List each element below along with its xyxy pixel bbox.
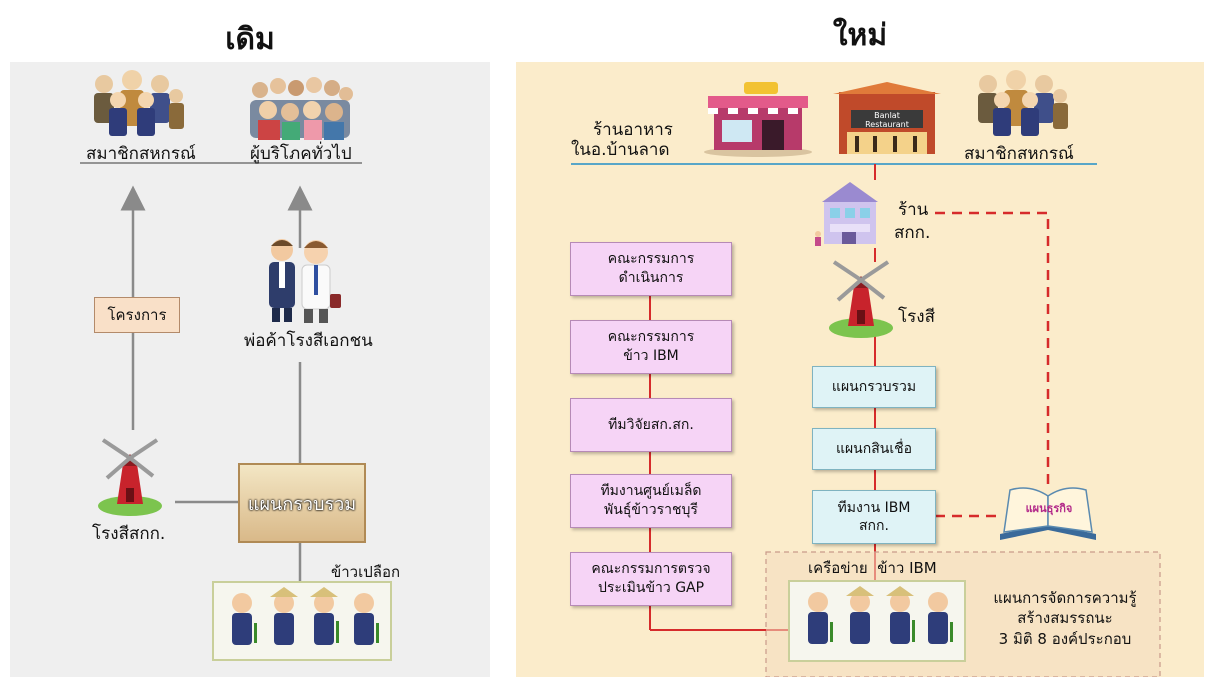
pink-box-label: คณะกรรมการ ดำเนินการ <box>607 251 695 286</box>
business-plan-book-icon <box>1000 487 1096 540</box>
pink-box-research-team: ทีมวิจัยสก.สก. <box>570 398 732 452</box>
old-system-panel <box>10 62 490 677</box>
windmill-icon <box>98 438 162 516</box>
blue-box-credit-dept: แผนกสินเชื่อ <box>812 428 936 470</box>
members-group-icon <box>94 70 184 136</box>
old-farmers-box <box>212 581 392 661</box>
farmers-icon <box>232 587 379 645</box>
coop-shop-label-1: ร้าน <box>898 200 929 220</box>
pink-box-label: คณะกรรมการตรวจ ประเมินข้าว GAP <box>591 561 711 596</box>
blue-box-label: แผนกสินเชื่อ <box>835 440 913 457</box>
restaurant-label-1: ร้านอาหาร <box>593 120 673 140</box>
banlat-restaurant-icon <box>833 82 941 154</box>
project-label: โครงการ <box>107 306 167 324</box>
traders-label: พ่อค้าโรงสีเอกชน <box>244 331 373 351</box>
consumers-crowd-icon <box>250 77 353 140</box>
blue-box-label: ทีมงาน IBM สกก. <box>837 499 911 534</box>
blue-box-label: แผนกรวบรวม <box>831 378 917 395</box>
old-collection-dept-box: แผนกรวบรวม <box>238 463 366 543</box>
rice-label: ข้าวเปลือก <box>331 563 401 581</box>
project-box: โครงการ <box>94 297 180 333</box>
pink-box-gap-committee: คณะกรรมการตรวจ ประเมินข้าว GAP <box>570 552 732 606</box>
coop-shop-icon <box>815 182 878 246</box>
pink-box-label: ทีมงานศูนย์เมล็ด พันธุ์ข้าวราชบุรี <box>600 483 702 518</box>
knowledge-management-plan-label: แผนการจัดการความรู้ สร้างสมรรถนะ 3 มิติ … <box>993 589 1137 648</box>
new-farmers-box <box>788 580 966 662</box>
old-mill-label: โรงสีสกก. <box>92 524 166 544</box>
banlat-restaurant-sign: Banlat Restaurant <box>865 111 909 129</box>
business-plan-label: แผนธุรกิจ <box>1025 502 1073 515</box>
new-windmill-icon <box>829 260 893 338</box>
restaurant-shop-icon <box>704 82 812 157</box>
old-consumers-label: ผู้บริโภคทั่วไป <box>250 144 352 164</box>
coop-shop-label-2: สกก. <box>894 223 931 243</box>
new-members-label: สมาชิกสหกรณ์ <box>964 144 1074 164</box>
old-members-label: สมาชิกสหกรณ์ <box>86 144 196 164</box>
new-farmers-icon <box>808 586 953 644</box>
old-collection-dept-label: แผนกรวบรวม <box>247 493 357 515</box>
blue-box-collection-dept: แผนกรวบรวม <box>812 366 936 408</box>
pink-box-seed-center-team: ทีมงานศูนย์เมล็ด พันธุ์ข้าวราชบุรี <box>570 474 732 528</box>
ibm-network-label: เครือข่าย ข้าว IBM <box>808 559 937 577</box>
pink-box-label: คณะกรรมการ ข้าว IBM <box>607 329 695 364</box>
new-members-group-icon <box>978 70 1068 136</box>
old-header: เดิม <box>225 22 275 57</box>
restaurant-label-2: ในอ.บ้านลาด <box>571 140 670 160</box>
new-mill-label: โรงสี <box>898 307 935 327</box>
new-header: ใหม่ <box>832 18 888 53</box>
pink-box-label: ทีมวิจัยสก.สก. <box>608 416 694 433</box>
traders-icon <box>269 239 341 323</box>
pink-box-ibm-committee: คณะกรรมการ ข้าว IBM <box>570 320 732 374</box>
blue-box-ibm-team: ทีมงาน IBM สกก. <box>812 490 936 544</box>
pink-box-executive-committee: คณะกรรมการ ดำเนินการ <box>570 242 732 296</box>
